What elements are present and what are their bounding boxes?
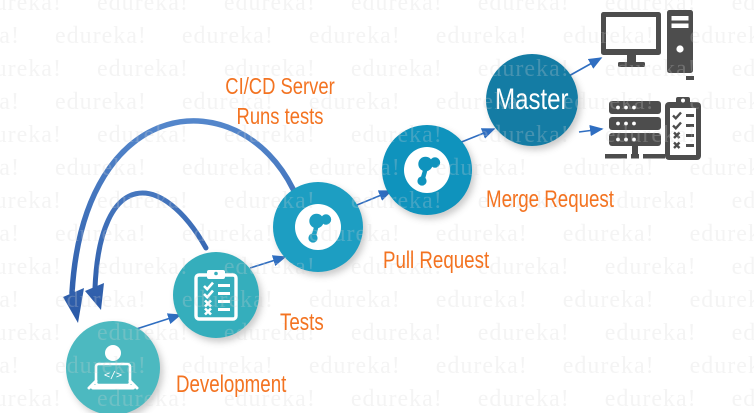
arrow-master-to-deployment (578, 124, 604, 137)
note-line-1: CI/CD Server (225, 73, 335, 99)
node-pull-request (273, 182, 363, 272)
checklist-clipboard-icon (194, 270, 238, 321)
branch-icon (295, 204, 341, 250)
master-label: Master (495, 83, 569, 116)
servers-and-checklist-icon (605, 97, 701, 160)
flow-arrows (126, 57, 604, 333)
label-tests: Tests (280, 309, 324, 336)
feedback-arc-arrowhead (63, 288, 84, 323)
node-master: Master (486, 54, 578, 146)
label-development: Development (176, 371, 287, 398)
arrow-tests-to-pull-request (249, 255, 287, 269)
cicd-server-note: CI/CD Server Runs tests (212, 71, 348, 131)
note-line-2: Runs tests (236, 103, 324, 129)
node-merge-request (382, 125, 472, 215)
deployment-endpoint (603, 94, 703, 169)
feedback-arc-pull-request-to-development (69, 118, 296, 296)
arrow-merge-request-to-master (458, 128, 496, 144)
feedback-arc-tests-to-development (92, 190, 209, 291)
branch-icon (404, 147, 450, 193)
workstation-endpoint (601, 10, 695, 87)
desktop-workstation-icon (601, 10, 694, 80)
code-glyph: </> (104, 370, 122, 381)
developer-at-laptop-icon: </> (87, 345, 139, 390)
arrow-master-to-workstation (566, 57, 603, 78)
node-tests (173, 252, 259, 338)
label-pull-request: Pull Request (383, 247, 490, 274)
node-development: </> (66, 321, 160, 413)
arrow-pull-request-to-merge-request (356, 190, 393, 206)
label-merge-request: Merge Request (486, 186, 614, 213)
feedback-arc-arrowhead (85, 283, 104, 310)
